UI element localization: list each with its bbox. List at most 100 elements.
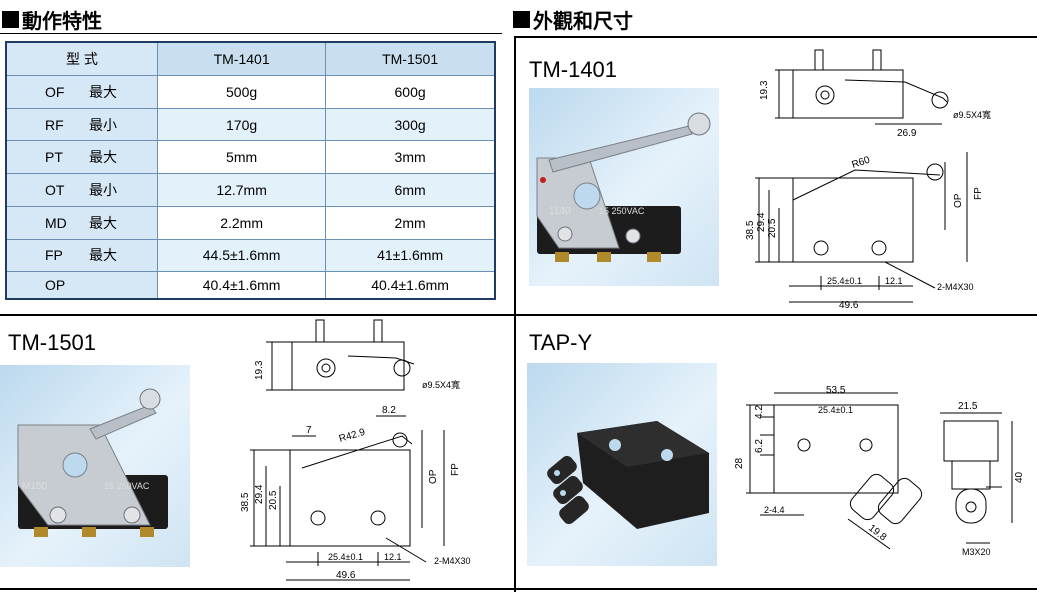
photo-rating-text: 15 250VAC [599, 206, 645, 216]
divider-top-right [514, 36, 1037, 38]
dim-label: 53.5 [826, 385, 846, 396]
param-qualifier: 最大 [89, 247, 117, 264]
dim-label: 2-M4X30 [937, 282, 974, 292]
dim-label: 29.4 [756, 212, 767, 232]
value-cell: 12.7mm [156, 173, 327, 207]
dim-label: OP [953, 193, 964, 208]
dim-label: 26.9 [897, 128, 917, 139]
dim-label: 29.4 [254, 484, 265, 504]
value-cell: 600g [325, 74, 496, 109]
tm1401-photo: 1140 15 250VAC [529, 88, 719, 286]
dim-label: 12.1 [885, 276, 903, 286]
dim-label: 2-4.4 [764, 505, 785, 515]
tapy-bracket-image [547, 421, 709, 529]
value-cell: 40.4±1.6mm [325, 271, 496, 300]
param-cell: FP 最大 [5, 238, 158, 273]
dim-label: 8.2 [382, 405, 396, 416]
square-bullet-icon [2, 11, 19, 28]
tapy-drawing: 53.5 25.4±0.1 4.2 6.2 28 2-4.4 19.8 21.5… [734, 385, 1025, 557]
dim-label: M3X20 [962, 547, 991, 557]
value-cell: 170g [156, 107, 327, 142]
dim-label: 12.1 [384, 552, 402, 562]
dim-label: 20.5 [268, 490, 279, 510]
param-code: RF [45, 116, 64, 133]
dim-label: FP [973, 187, 984, 200]
param-code: OT [45, 181, 65, 198]
dim-label: 25.4±0.1 [818, 405, 853, 415]
table-row: OP 40.4±1.6mm 40.4±1.6mm [5, 271, 496, 300]
table-row: RF 最小 170g 300g [5, 107, 496, 142]
dim-label: 28 [734, 457, 745, 469]
dim-label: 25.4±0.1 [328, 552, 363, 562]
performance-heading: 動作特性 [2, 5, 102, 34]
tm1501-model-label: TM-1501 [8, 330, 97, 355]
param-cell: RF 最小 [5, 107, 158, 142]
dim-label: R60 [851, 155, 872, 171]
dim-label: 7 [306, 425, 312, 436]
value-cell: 500g [156, 74, 327, 109]
divider-bottom [0, 588, 1037, 590]
square-bullet-icon [513, 11, 530, 28]
dim-label: OP [428, 469, 439, 484]
param-code: FP [45, 247, 63, 264]
tapy-model-label: TAP-Y [529, 330, 593, 355]
param-qualifier: 最大 [89, 83, 117, 100]
value-cell: 41±1.6mm [325, 238, 496, 273]
tm1501-drawing: 19.3 ø9.5X4寬 8.2 7 R42.9 38.5 29.4 20.5 … [240, 319, 471, 581]
value-cell: 2.2mm [156, 205, 327, 240]
table-row: FP 最大 44.5±1.6mm 41±1.6mm [5, 238, 496, 273]
table-header-cell: TM-1401 [156, 41, 327, 76]
tapy-photo [527, 363, 717, 566]
tm1401-model-label: TM-1401 [529, 57, 618, 82]
dim-label: 40 [1014, 471, 1025, 483]
value-cell: 44.5±1.6mm [156, 238, 327, 273]
tm1401-switch-image: 1140 15 250VAC [536, 112, 711, 262]
dim-label: 25.4±0.1 [827, 276, 862, 286]
divider-middle [0, 314, 1037, 316]
table-row: OF 最大 500g 600g [5, 74, 496, 109]
dim-label: 2-M4X30 [434, 556, 471, 566]
param-cell: PT 最大 [5, 140, 158, 175]
value-cell: 5mm [156, 140, 327, 175]
dim-label: 20.5 [767, 218, 778, 238]
dim-label: 38.5 [745, 220, 756, 240]
value-cell: 300g [325, 107, 496, 142]
dim-label: 19.3 [254, 360, 265, 380]
param-cell: OP [5, 271, 158, 300]
performance-table: 型 式 TM-1401 TM-1501 OF 最大 500g 600g RF 最小 … [5, 41, 496, 300]
value-cell: 2mm [325, 205, 496, 240]
dim-label: 19.3 [759, 80, 770, 100]
appearance-heading: 外觀和尺寸 [513, 5, 633, 34]
value-cell: 3mm [325, 140, 496, 175]
appearance-title: 外觀和尺寸 [533, 9, 633, 33]
param-qualifier: 最小 [89, 116, 117, 133]
tm1401-drawing: 19.3 ø9.5X4寬 26.9 R60 38.5 29.4 20.5 OP … [745, 49, 991, 311]
value-cell: 6mm [325, 173, 496, 207]
table-row: MD 最大 2.2mm 2mm [5, 205, 496, 240]
param-qualifier: 最小 [89, 181, 117, 198]
tm1501-photo: M150 15 250VAC [0, 365, 190, 567]
dim-label: 4.2 [754, 405, 765, 419]
table-row: OT 最小 12.7mm 6mm [5, 173, 496, 207]
param-qualifier: 最大 [89, 214, 117, 231]
dim-label: 6.2 [754, 439, 765, 453]
table-header-cell: TM-1501 [325, 41, 496, 76]
param-code: OF [45, 83, 65, 100]
param-cell: OT 最小 [5, 173, 158, 207]
param-cell: MD 最大 [5, 205, 158, 240]
param-code: PT [45, 149, 63, 166]
dim-label: ø9.5X4寬 [953, 109, 991, 120]
param-qualifier: 最大 [89, 149, 117, 166]
dim-label: R42.9 [338, 427, 367, 445]
param-code: OP [45, 277, 66, 294]
performance-title: 動作特性 [22, 9, 102, 33]
dim-label: 38.5 [240, 492, 251, 512]
dim-label: ø9.5X4寬 [422, 379, 460, 390]
value-cell: 40.4±1.6mm [156, 271, 327, 300]
param-cell: OF 最大 [5, 74, 158, 109]
photo-model-text: 1140 [549, 206, 571, 217]
param-code: MD [45, 214, 67, 231]
table-header-row: 型 式 TM-1401 TM-1501 [5, 41, 496, 76]
photo-rating-text: 15 250VAC [104, 481, 150, 491]
dim-label: 21.5 [958, 401, 978, 412]
